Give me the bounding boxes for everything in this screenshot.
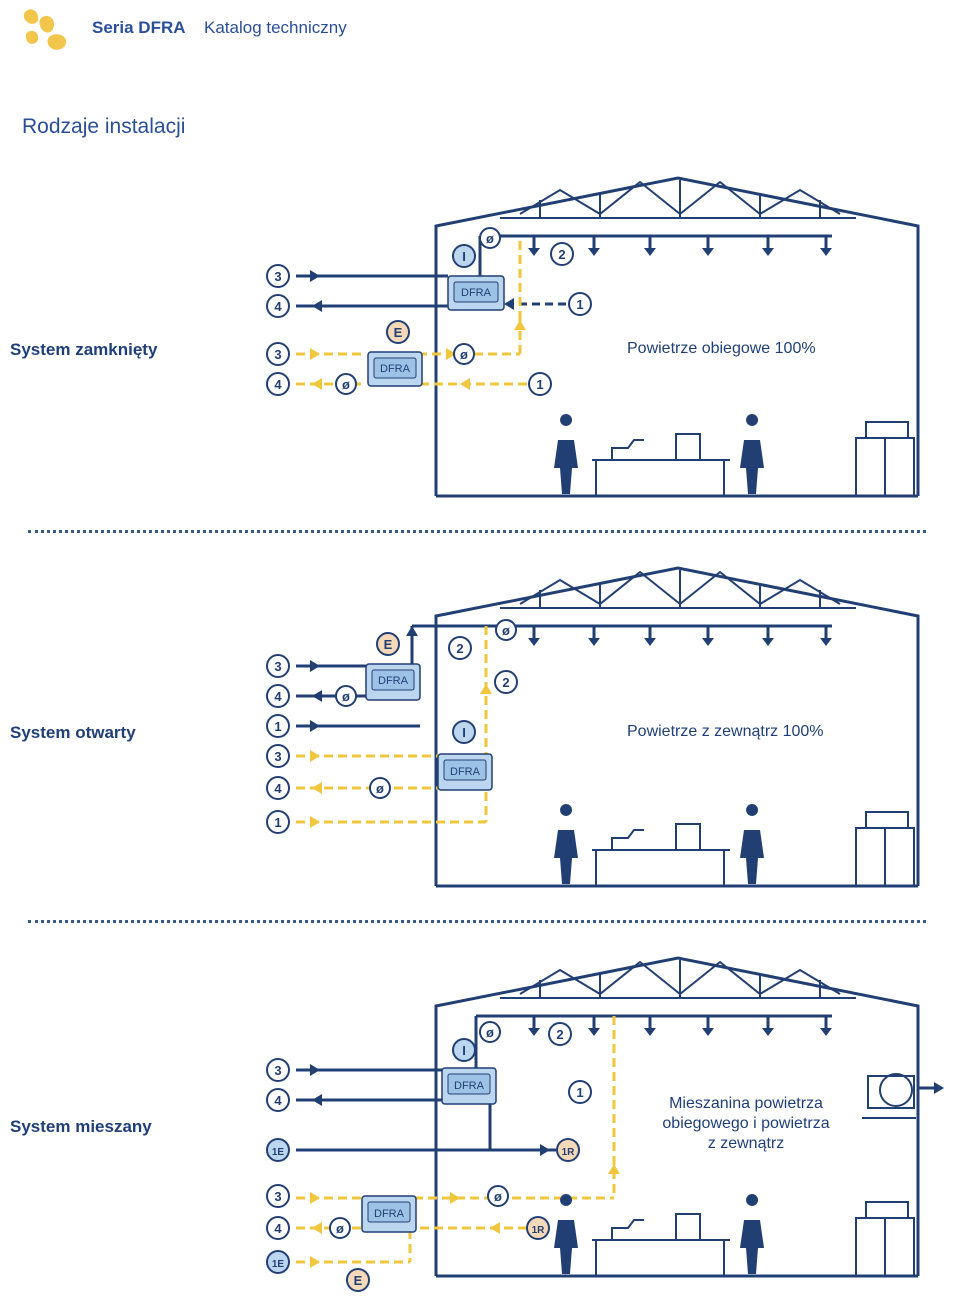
marker-2: 2	[556, 1027, 563, 1042]
damper-icon: ø	[376, 781, 384, 796]
marker-1: 1	[536, 377, 543, 392]
marker-2: 2	[558, 247, 565, 262]
damper-icon: ø	[486, 1025, 494, 1040]
marker-4: 4	[274, 299, 282, 314]
marker-1: 1	[576, 297, 583, 312]
marker-e: E	[384, 637, 393, 652]
dfra-unit-label: DFRA	[454, 1080, 485, 1092]
marker-e: E	[394, 325, 403, 340]
open-system-diagram: DFRA DFRA 3 4 1 3 4 1 E ø 2 ø 2 I ø	[266, 566, 920, 888]
dfra-unit-label: DFRA	[450, 766, 481, 778]
system-closed-label: System zamknięty	[10, 340, 158, 359]
company-logo	[23, 9, 67, 50]
separator	[28, 530, 926, 533]
marker-4: 4	[274, 1221, 282, 1236]
marker-4: 4	[274, 377, 282, 392]
marker-4: 4	[274, 1093, 282, 1108]
marker-1: 1	[576, 1085, 583, 1100]
damper-icon: ø	[494, 1189, 502, 1204]
marker-i: I	[462, 725, 466, 740]
dfra-unit-label: DFRA	[461, 287, 492, 299]
damper-icon: ø	[342, 689, 350, 704]
marker-1r: 1R	[562, 1147, 576, 1158]
marker-i: I	[462, 249, 466, 264]
closed-system-diagram: DFRA DFRA 3 4 3 4 I ø 2 1 E ø ø 1	[266, 176, 920, 498]
air-mixed-label: Mieszanina powietrza obiegowego i powiet…	[662, 1095, 830, 1152]
marker-3: 3	[274, 1189, 281, 1204]
marker-3: 3	[274, 659, 281, 674]
damper-icon: ø	[486, 231, 494, 246]
dfra-unit-label: DFRA	[374, 1208, 405, 1220]
dfra-unit-label: DFRA	[380, 363, 411, 375]
system-mixed-label: System mieszany	[10, 1117, 152, 1136]
marker-3: 3	[274, 749, 281, 764]
marker-i: I	[462, 1043, 466, 1058]
marker-4: 4	[274, 781, 282, 796]
marker-1: 1	[274, 815, 281, 830]
catalog-name: Katalog techniczny	[204, 18, 347, 37]
damper-icon: ø	[342, 377, 350, 392]
marker-3: 3	[274, 269, 281, 284]
dfra-unit-label: DFRA	[378, 675, 409, 687]
marker-1r: 1R	[532, 1225, 546, 1236]
marker-2: 2	[456, 641, 463, 656]
damper-icon: ø	[502, 623, 510, 638]
marker-e: E	[354, 1273, 363, 1288]
system-open-label: System otwarty	[10, 723, 136, 742]
marker-2: 2	[502, 675, 509, 690]
marker-3: 3	[274, 347, 281, 362]
section-title: Rodzaje instalacji	[22, 115, 186, 138]
air-recirc-label: Powietrze obiegowe 100%	[627, 340, 816, 357]
damper-icon: ø	[460, 347, 468, 362]
separator	[28, 920, 926, 923]
marker-3: 3	[274, 1063, 281, 1078]
mixed-system-diagram: DFRA DFRA 3 4 1E 3 4 1E I ø 2 1 1R ø ø 1…	[266, 956, 944, 1292]
damper-icon: ø	[336, 1221, 344, 1236]
marker-1: 1	[274, 719, 281, 734]
marker-1e: 1E	[272, 1259, 285, 1270]
marker-4: 4	[274, 689, 282, 704]
series-name: Seria DFRA	[92, 18, 186, 37]
air-outside-label: Powietrze z zewnątrz 100%	[627, 723, 824, 740]
marker-1e: 1E	[272, 1147, 285, 1158]
